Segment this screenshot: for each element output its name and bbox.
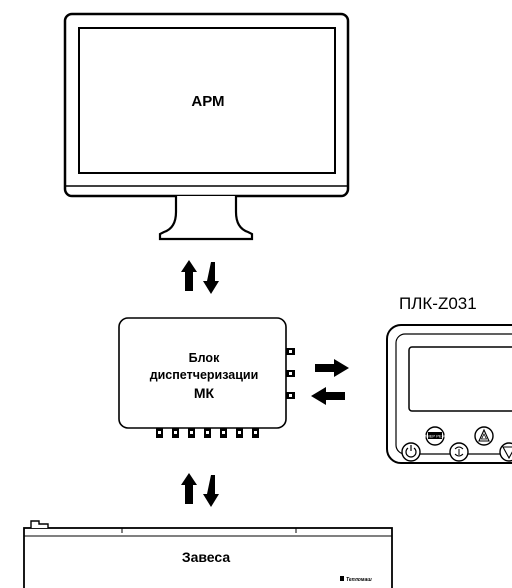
controller-label-line2: диспетчеризации [150, 368, 259, 382]
plk-power-button[interactable] [401, 442, 421, 462]
arrow-left-icon [311, 387, 345, 405]
controller-label-line3: МК [194, 385, 215, 401]
plk-title: ПЛК-Z031 [399, 294, 477, 313]
arrow-down-icon [203, 475, 219, 507]
air-curtain: Завеса Тепломаш [23, 520, 393, 588]
plk-down-button[interactable] [499, 442, 512, 462]
plk-display [408, 346, 512, 412]
monitor: АРМ [63, 12, 350, 241]
plk-panel: ПЛК-Z031 ТАЙМЕР РЕЖИМ [386, 294, 512, 464]
monitor-stand [158, 196, 254, 241]
fan-icon [454, 446, 464, 457]
plk-timer-mode-button[interactable]: ТАЙМЕР РЕЖИМ [419, 426, 452, 446]
monitor-label: АРМ [191, 93, 224, 110]
controller-right-connectors [286, 348, 295, 399]
curtain-body [23, 527, 393, 588]
brand-logo-text: Тепломаш [346, 577, 372, 583]
brand-logo: Тепломаш [340, 576, 372, 583]
controller-label-line1: Блок [189, 351, 220, 365]
plk-fan-button[interactable] [449, 442, 469, 462]
curtain-label: Завеса [182, 549, 231, 565]
monitor-screen [78, 27, 336, 174]
curtain-bracket [30, 520, 49, 528]
plk-up-button[interactable] [474, 426, 494, 446]
timer-button-label: ТАЙМЕР РЕЖИМ [419, 434, 452, 439]
arrow-right-icon [315, 359, 349, 377]
controller-bottom-connectors [156, 428, 259, 438]
dispatch-controller: Блок диспетчеризации МК [118, 317, 295, 438]
arrow-up-icon [181, 473, 197, 504]
power-icon [405, 447, 417, 458]
triangle-up-icon [478, 428, 490, 442]
arrow-down-icon [203, 262, 219, 294]
triangle-down-icon [502, 446, 512, 460]
link-controller-plk-arrows [311, 359, 349, 405]
timer-icon [428, 432, 442, 439]
link-controller-curtain-arrows [181, 473, 219, 507]
link-monitor-controller-arrows [181, 260, 219, 294]
arrow-up-icon [181, 260, 197, 291]
